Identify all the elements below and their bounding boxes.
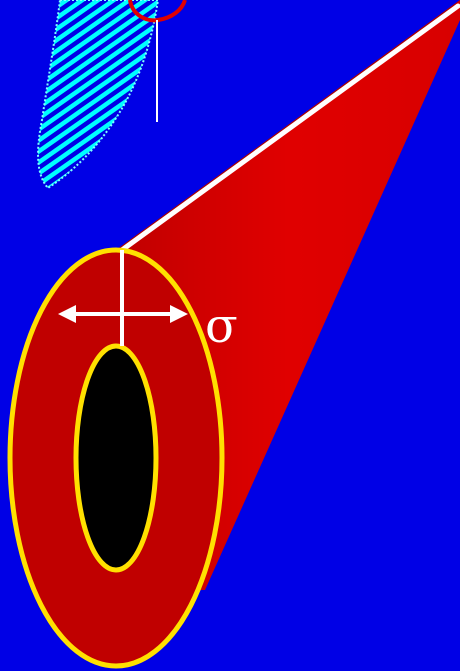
hatched-wedge — [38, 0, 158, 188]
inner-hole — [76, 346, 156, 570]
sigma-label: σ — [205, 298, 238, 354]
